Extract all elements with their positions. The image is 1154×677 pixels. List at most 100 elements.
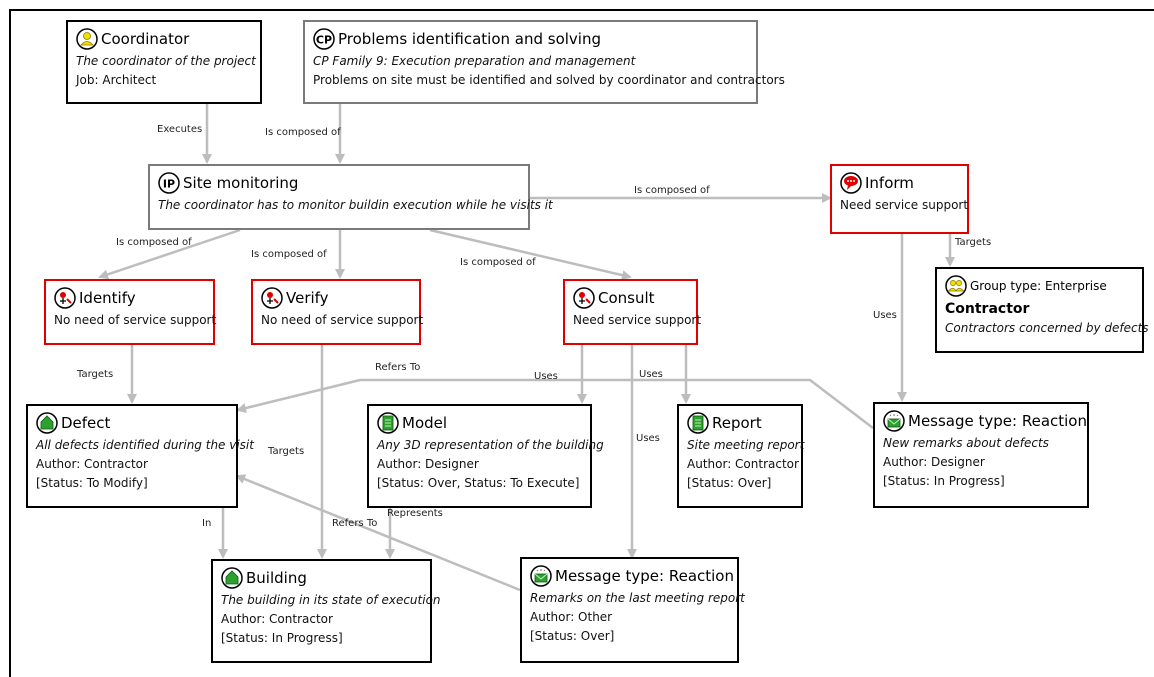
node-title: Consult [598,289,655,307]
edge-label-represents: Represents [387,508,443,519]
group-icon [945,275,967,297]
svg-text:CP: CP [316,34,332,47]
node-property: No need of service support [261,313,424,327]
edge-refers-to-bottom [235,474,521,592]
node-status: [Status: In Progress] [221,631,343,645]
node-title: Building [246,569,307,587]
svg-text:IP: IP [163,178,175,191]
node-consult-header: Consult [573,285,688,311]
node-consult[interactable]: Consult Need service support [563,279,702,345]
document-icon [377,412,399,434]
node-model[interactable]: Model Any 3D representation of the build… [367,404,604,508]
group-type-label: Group type: Enterprise [970,279,1107,293]
node-title: Message type: Reaction [908,412,1087,430]
node-title: Site monitoring [183,174,299,192]
node-property: Job: Architect [76,73,157,87]
envelope-icon [530,565,552,587]
node-contractor[interactable]: Group type: Enterprise Contractor Contra… [935,267,1149,353]
node-description: The coordinator of the project [76,54,256,68]
node-description: Remarks on the last meeting report [530,591,745,605]
node-title: Coordinator [101,30,190,48]
node-status: [Status: Over] [530,629,615,643]
document-icon [687,412,709,434]
node-title: Inform [865,174,914,192]
edge-composed-identify [98,228,241,280]
node-message-right-header: Message type: Reaction [883,408,1087,434]
node-description: New remarks about defects [883,436,1049,450]
diagram-canvas [9,9,1154,677]
edge-label-composed-consult: Is composed of [460,257,536,268]
node-building[interactable]: Building The building in its state of ex… [211,559,441,663]
node-author: Author: Contractor [36,457,148,471]
node-title: Problems identification and solving [338,30,601,48]
node-description: Site meeting report [687,438,805,452]
action-icon [54,287,76,309]
node-message-bottom[interactable]: Message type: Reaction Remarks on the la… [520,557,745,663]
edge-label-inform-uses: Uses [873,310,897,321]
edge-label-refers-to-bottom: Refers To [332,518,378,529]
node-author: Author: Contractor [687,457,799,471]
speech-bubble-icon [840,172,862,194]
envelope-icon [883,410,905,432]
edge-composed-consult [429,228,632,281]
node-problems-header: CP Problems identification and solving [313,26,748,52]
node-status: [Status: To Modify] [36,476,148,490]
edge-label-composed-problems: Is composed of [265,127,341,138]
cp-icon: CP [313,28,335,50]
node-site-monitoring[interactable]: IP Site monitoring The coordinator has t… [148,164,553,230]
node-description: The building in its state of execution [221,593,441,607]
node-identify[interactable]: Identify No need of service support [44,279,217,345]
edge-label-refers-to-top: Refers To [375,362,421,373]
node-report[interactable]: Report Site meeting report Author: Contr… [677,404,805,508]
node-author: Author: Designer [377,457,479,471]
node-inform-header: Inform [840,170,959,196]
node-coordinator[interactable]: Coordinator The coordinator of the proje… [66,20,262,104]
edge-label-inform-targets: Targets [955,237,992,248]
node-title: Defect [61,414,111,432]
node-author: Author: Contractor [221,612,333,626]
edge-label-defect-in: In [202,518,212,529]
node-property: Problems on site must be identified and … [313,73,785,87]
node-status: [Status: Over] [687,476,772,490]
edge-refers-to-top [236,378,874,429]
house-icon [221,567,243,589]
action-icon [261,287,283,309]
node-description: CP Family 9: Execution preparation and m… [313,54,636,68]
node-property: Need service support [573,313,702,327]
node-author: Author: Other [530,610,613,624]
node-title: Identify [79,289,136,307]
node-title: Verify [286,289,329,307]
node-problems[interactable]: CP Problems identification and solving C… [303,20,785,104]
node-description: All defects identified during the visit [36,438,254,452]
edge-label-consult-uses-report: Uses [639,369,663,380]
node-identify-header: Identify [54,285,205,311]
node-property: No need of service support [54,313,217,327]
person-icon [76,28,98,50]
edge-label-composed-verify: Is composed of [251,249,327,260]
node-site-monitoring-header: IP Site monitoring [158,170,520,196]
node-message-right[interactable]: Message type: Reaction New remarks about… [873,402,1089,508]
node-inform[interactable]: Inform Need service support [830,164,969,234]
node-verify-header: Verify [261,285,411,311]
edge-label-executes: Executes [157,124,203,135]
node-title: Message type: Reaction [555,567,734,585]
node-verify[interactable]: Verify No need of service support [251,279,424,345]
node-defect[interactable]: Defect All defects identified during the… [26,404,254,508]
edge-label-consult-uses-model: Uses [534,371,558,382]
node-title: Report [712,414,762,432]
node-status: [Status: In Progress] [883,474,1005,488]
node-description: Contractors concerned by defects [945,321,1149,335]
ip-icon: IP [158,172,180,194]
action-icon [573,287,595,309]
edge-label-composed-inform: Is composed of [634,185,710,196]
house-icon [36,412,58,434]
node-title: Contractor [945,301,1030,317]
node-author: Author: Designer [883,455,985,469]
node-coordinator-header: Coordinator [76,26,252,52]
edge-label-verify-targets: Targets [268,446,305,457]
node-building-header: Building [221,565,422,591]
edge-label-composed-identify: Is composed of [116,237,192,248]
node-description: The coordinator has to monitor buildin e… [158,198,553,212]
node-contractor-header: Group type: Enterprise [945,273,1134,299]
